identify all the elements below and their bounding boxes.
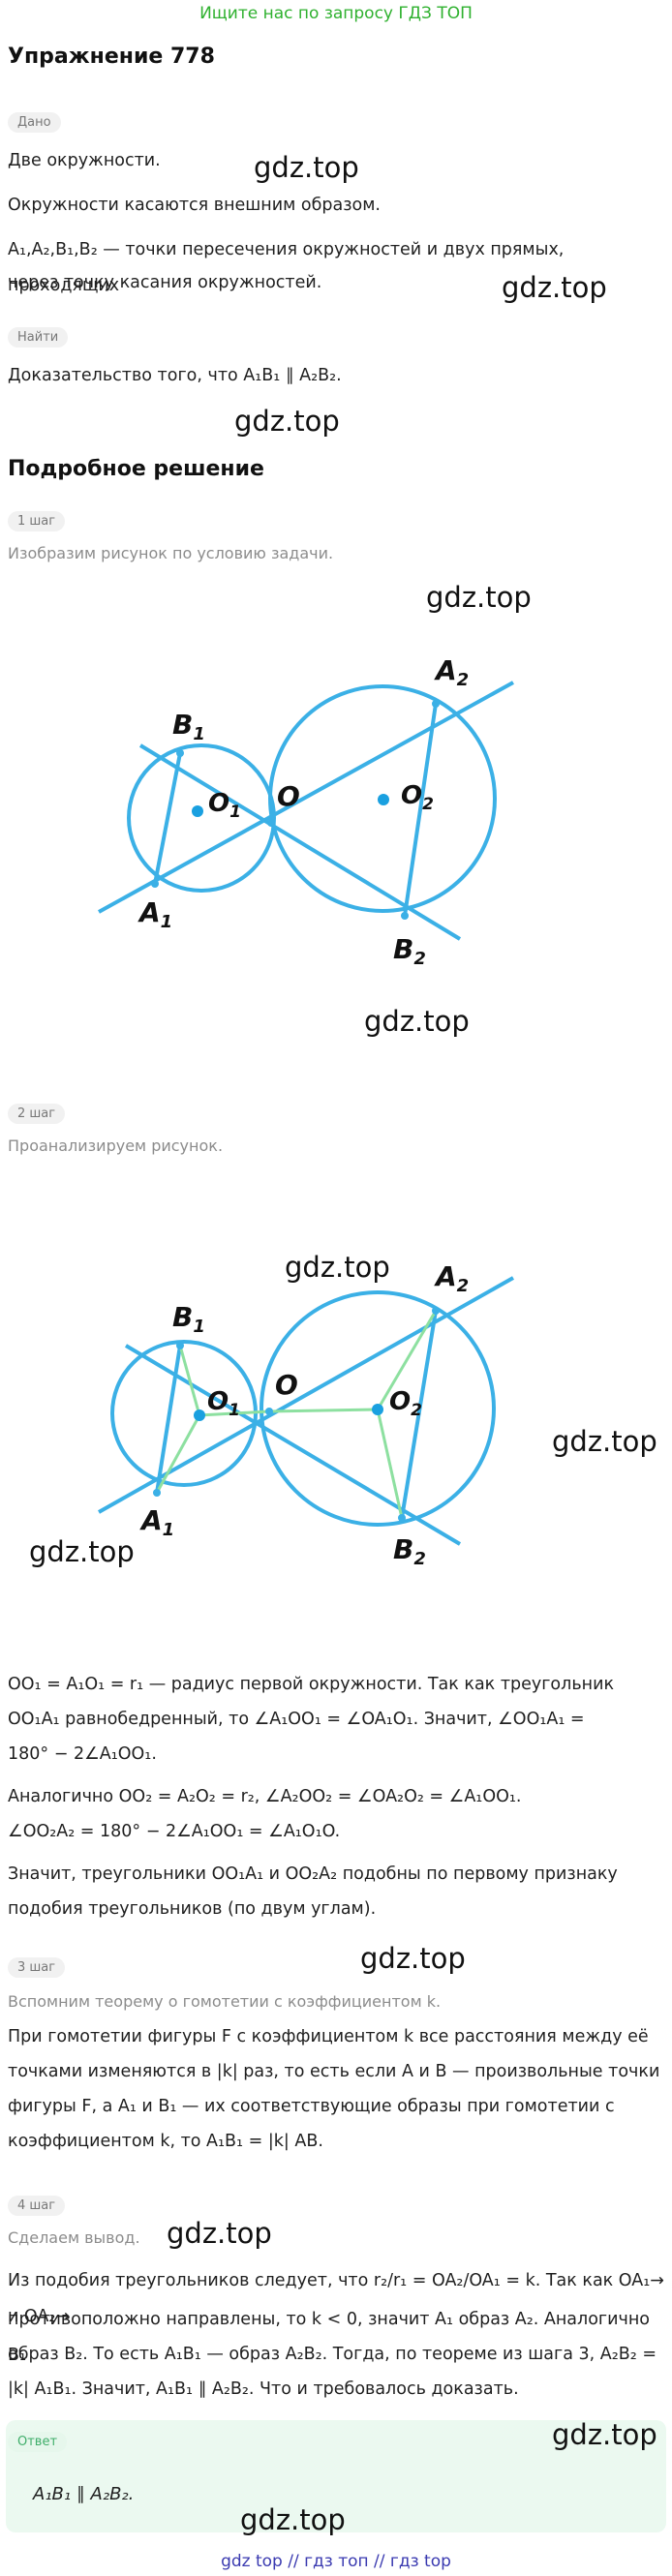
point-o — [267, 819, 275, 827]
segment-a2b2 — [403, 703, 438, 917]
point-o — [265, 1408, 273, 1415]
radius-o2b2 — [376, 1409, 404, 1519]
watermark: gdz.top — [364, 1005, 470, 1038]
label-a2: A2 — [434, 1260, 469, 1296]
step1-text: Изобразим рисунок по условию задачи. — [8, 544, 334, 562]
watermark: gdz.top — [234, 405, 340, 438]
point-b1 — [176, 1342, 184, 1349]
label-b2: B2 — [393, 1533, 426, 1569]
radius-o1a1 — [155, 1414, 201, 1494]
label-a1: A1 — [139, 1504, 174, 1540]
label-b2: B2 — [393, 933, 426, 969]
watermark: gdz.top — [254, 151, 359, 184]
radius-o1b1 — [178, 1345, 201, 1416]
step4-line-3: образ B₂. То есть A₁B₁ — образ A₂B₂. Тог… — [8, 2345, 657, 2364]
label-o: O — [277, 780, 300, 812]
step2-line-5: ∠OO₂A₂ = 180° − 2∠A₁OO₁ = ∠A₁O₁O. — [8, 1822, 341, 1841]
watermark: gdz.top — [502, 271, 607, 304]
segment-a1b1 — [153, 752, 182, 885]
answer-badge: Ответ — [8, 2432, 68, 2452]
step4-line-2: противоположно направлены, то k < 0, зна… — [8, 2310, 650, 2365]
label-o1: O1 — [207, 1387, 240, 1420]
step2-badge: 2 шаг — [8, 1104, 66, 1124]
center-o1 — [194, 1409, 205, 1421]
step3-line-3: фигуры F, а A₁ и B₁ — их соответствующие… — [8, 2097, 615, 2116]
center-o2 — [372, 1404, 383, 1415]
line-b1b2 — [138, 743, 462, 941]
radius-o1o — [199, 1409, 270, 1417]
watermark: gdz.top — [167, 2217, 272, 2250]
find-badge: Найти — [8, 327, 69, 348]
step2-line-7: подобия треугольников (по двум углам). — [8, 1899, 377, 1919]
search-banner[interactable]: Ищите нас по запросу ГДЗ ТОП — [199, 4, 473, 23]
solution-title: Подробное решение — [8, 457, 264, 481]
center-o1 — [192, 805, 203, 817]
given-line-3: A₁,A₂,B₁,B₂ — точки пересечения окружнос… — [8, 240, 565, 295]
point-a1 — [153, 1489, 161, 1497]
step3-line-2: точками изменяются в |k| раз, то есть ес… — [8, 2062, 660, 2081]
point-b2 — [401, 912, 409, 920]
figure-2: B1 A1 O O1 O2 A2 B2 — [98, 1260, 514, 1569]
given-line-2: Окружности касаются внешним образом. — [8, 196, 381, 215]
given-line-4: через точку касания окружностей. — [8, 273, 322, 292]
step3-text: Вспомним теорему о гомотетии с коэффицие… — [8, 1992, 442, 2011]
answer-text: A₁B₁ ∥ A₂B₂. — [33, 2484, 135, 2504]
step4-text: Сделаем вывод. — [8, 2228, 140, 2247]
figure-1: B1 A1 O O1 O2 A2 B2 — [98, 654, 514, 969]
circle-1 — [127, 743, 276, 893]
step4-badge: 4 шаг — [8, 2196, 66, 2216]
segment-a1b1 — [155, 1345, 182, 1494]
line-a1a2 — [98, 681, 514, 914]
center-o2 — [378, 794, 389, 805]
circle-2 — [260, 1290, 496, 1527]
watermark: gdz.top — [552, 2418, 657, 2451]
page-title: Упражнение 778 — [8, 45, 215, 69]
point-a2 — [432, 700, 440, 708]
point-b1 — [176, 749, 184, 757]
step1-badge: 1 шаг — [8, 511, 66, 531]
point-a2 — [432, 1307, 440, 1315]
find-text: Доказательство того, что A₁B₁ ∥ A₂B₂. — [8, 366, 342, 385]
point-a1 — [151, 880, 159, 888]
step4-line-4: |k| A₁B₁. Значит, A₁B₁ ∥ A₂B₂. Что и тре… — [8, 2379, 519, 2399]
watermark: gdz.top — [426, 581, 532, 614]
label-a2: A2 — [434, 654, 469, 690]
footer-links[interactable]: gdz top // гдз топ // гдз top — [221, 2552, 451, 2571]
radius-o2a2 — [376, 1310, 438, 1410]
given-line-1: Две окружности. — [8, 151, 161, 170]
answer-box — [6, 2420, 666, 2532]
step2-line-1: OO₁ = A₁O₁ = r₁ — радиус первой окружнос… — [8, 1675, 615, 1694]
point-b2 — [398, 1514, 406, 1522]
circle-2 — [268, 684, 497, 913]
watermark: gdz.top — [29, 1535, 135, 1568]
label-b1: B1 — [172, 709, 205, 744]
watermark: gdz.top — [285, 1251, 390, 1284]
watermark: gdz.top — [360, 1942, 466, 1975]
step3-badge: 3 шаг — [8, 1957, 66, 1978]
label-o2: O2 — [401, 781, 434, 814]
watermark: gdz.top — [240, 2503, 346, 2536]
label-a1: A1 — [137, 896, 172, 932]
step3-line-1: При гомотетии фигуры F с коэффициентом k… — [8, 2027, 649, 2046]
step2-line-2: OO₁A₁ равнобедренный, то ∠A₁OO₁ = ∠OA₁O₁… — [8, 1710, 585, 1729]
step4-line-1: Из подобия треугольников следует, что r₂… — [8, 2271, 664, 2326]
segment-a2b2 — [400, 1310, 438, 1519]
label-o: O — [275, 1369, 298, 1401]
step2-text: Проанализируем рисунок. — [8, 1136, 224, 1155]
given-badge: Дано — [8, 112, 61, 133]
radius-o2o — [268, 1408, 379, 1413]
label-b1: B1 — [172, 1301, 205, 1337]
watermark: gdz.top — [552, 1425, 657, 1458]
step2-line-4: Аналогично OO₂ = A₂O₂ = r₂, ∠A₂OO₂ = ∠OA… — [8, 1787, 522, 1806]
step2-line-6: Значит, треугольники OO₁A₁ и OO₂A₂ подоб… — [8, 1864, 618, 1884]
step3-line-4: коэффициентом k, то A₁B₁ = |k| AB. — [8, 2132, 323, 2151]
step2-line-3: 180° − 2∠A₁OO₁. — [8, 1744, 157, 1764]
label-o2: O2 — [389, 1387, 422, 1420]
label-o1: O1 — [208, 789, 241, 822]
